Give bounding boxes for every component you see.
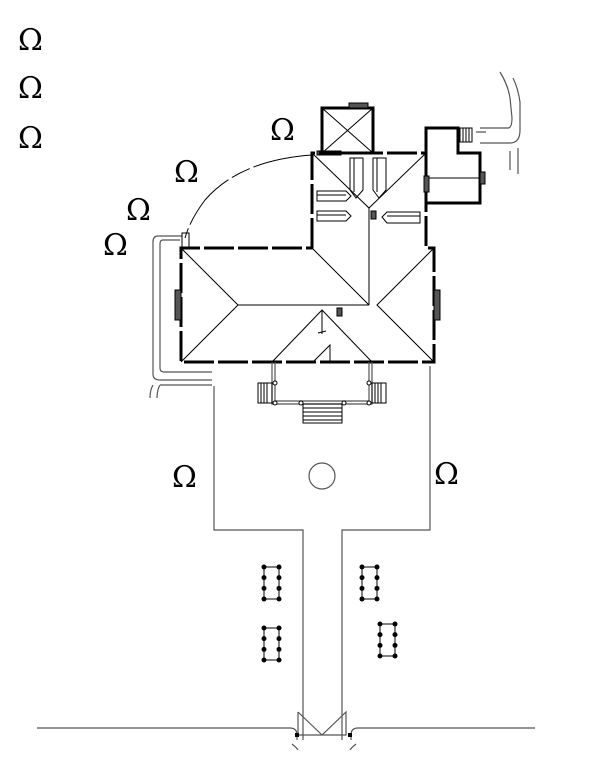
driveway <box>476 71 521 174</box>
shrub <box>276 585 282 591</box>
shrub <box>377 642 383 648</box>
shrub <box>276 575 282 581</box>
planting-bed <box>377 621 398 659</box>
shrub <box>359 575 365 581</box>
shrub <box>374 564 380 570</box>
shrub <box>392 653 398 659</box>
tree-icon: Ω <box>172 460 197 495</box>
tree-icon: Ω <box>126 193 151 228</box>
shrub <box>392 632 398 638</box>
pews <box>316 157 421 224</box>
legend-trees: Ω Ω Ω <box>18 23 43 156</box>
tree-icon: Ω <box>174 155 199 190</box>
shrub <box>261 564 267 570</box>
shrub <box>276 657 282 663</box>
planting-bed <box>261 564 282 602</box>
building <box>174 102 486 424</box>
entrance-gate <box>295 710 352 737</box>
shrub <box>261 596 267 602</box>
planting-beds <box>261 564 398 663</box>
shrub <box>261 625 267 631</box>
site-trees: Ω Ω Ω Ω Ω Ω <box>103 113 459 495</box>
tree-icon: Ω <box>18 121 43 156</box>
shrub <box>261 657 267 663</box>
shrub <box>359 564 365 570</box>
shrub <box>374 575 380 581</box>
shrub <box>276 625 282 631</box>
tree-icon: Ω <box>18 71 43 106</box>
tree-icon: Ω <box>103 228 128 263</box>
left-walkway <box>149 235 212 399</box>
shrub <box>359 596 365 602</box>
shrub <box>374 596 380 602</box>
shrub <box>359 585 365 591</box>
shrub <box>261 636 267 642</box>
shrub <box>392 621 398 627</box>
shrub <box>377 632 383 638</box>
shrub <box>276 636 282 642</box>
shrub <box>377 621 383 627</box>
shrub <box>261 585 267 591</box>
garden-arc-path <box>184 154 313 239</box>
tree-icon: Ω <box>270 113 295 148</box>
fountain <box>308 462 336 490</box>
shrub <box>374 585 380 591</box>
shrub <box>392 642 398 648</box>
annex-steps <box>459 127 473 143</box>
shrub <box>276 564 282 570</box>
shrub <box>276 646 282 652</box>
chimney <box>348 102 369 109</box>
courtyard-path <box>213 366 431 740</box>
tree-icon: Ω <box>434 457 459 492</box>
tree-icon: Ω <box>18 23 43 58</box>
property-line <box>37 727 535 751</box>
shrub <box>261 575 267 581</box>
shrub <box>261 646 267 652</box>
planting-bed <box>359 564 380 602</box>
planting-bed <box>261 625 282 663</box>
shrub <box>276 596 282 602</box>
shrub <box>377 653 383 659</box>
porch <box>257 362 387 424</box>
